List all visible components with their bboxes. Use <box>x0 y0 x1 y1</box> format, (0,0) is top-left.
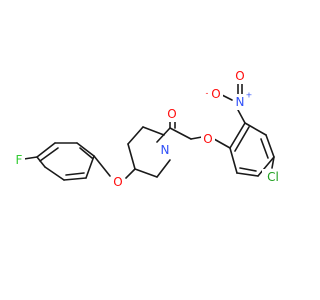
bond <box>36 142 56 158</box>
atom-oxygen-aryl-ether: O <box>111 174 125 190</box>
bond <box>142 126 165 136</box>
bond <box>85 155 95 179</box>
atom-oxygen-nitro: O <box>233 68 247 84</box>
bond <box>244 122 267 136</box>
atom-chlorine: Cl <box>262 169 284 185</box>
bond <box>79 147 93 159</box>
bond <box>234 126 250 152</box>
bond <box>239 167 257 172</box>
bond <box>127 143 136 170</box>
atom-label: O <box>113 175 122 189</box>
bond <box>169 127 192 140</box>
bond <box>125 168 136 179</box>
atom-charge: + <box>246 91 253 100</box>
bond <box>265 134 275 158</box>
bond <box>76 142 95 157</box>
bond <box>134 168 158 178</box>
bond <box>229 122 246 149</box>
bond <box>236 172 259 177</box>
atom-label: Cl <box>267 170 279 184</box>
atom-nitrogen-nitro: N + <box>233 91 253 110</box>
bond <box>127 126 144 145</box>
atom-label: N <box>236 95 245 109</box>
bond <box>63 177 87 181</box>
bond <box>93 155 111 177</box>
bond <box>237 109 246 124</box>
atom-oxygen-ether: O <box>201 131 215 147</box>
atom-label: O <box>167 107 176 121</box>
atom-label: N <box>161 143 170 157</box>
bond <box>221 94 233 101</box>
atom-nitrogen-piperidine: N <box>158 142 172 159</box>
bond <box>229 147 238 174</box>
bond <box>271 156 275 169</box>
bond <box>257 156 275 177</box>
bond <box>23 156 38 160</box>
bond <box>36 156 46 168</box>
atom-label: O <box>235 69 244 83</box>
bond <box>39 147 59 162</box>
bond <box>260 138 269 159</box>
atom-oxygen-carbonyl: O <box>165 106 179 122</box>
atom-label: O <box>203 132 212 146</box>
atom-charge: - <box>206 89 209 98</box>
bond <box>44 166 65 181</box>
bond-layer <box>23 82 275 181</box>
bond <box>156 127 171 143</box>
bond <box>156 159 171 178</box>
bond <box>213 138 231 149</box>
atom-label: O <box>211 87 220 101</box>
atom-oxygen-nitro-anion: O - <box>203 86 223 102</box>
atom-layer: F O N O O N + O - O <box>13 68 284 190</box>
molecule-structure: F O N O O N + O - O <box>13 68 284 190</box>
atom-fluorine: F <box>13 152 25 168</box>
bond <box>190 136 203 140</box>
atom-label: F <box>16 153 23 167</box>
bond <box>65 172 85 176</box>
